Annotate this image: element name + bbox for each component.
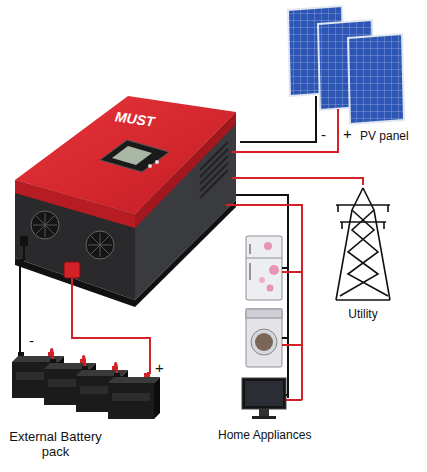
battery-pack-drawing [12,349,160,419]
pv-positive-wire [337,109,339,150]
node-caption: Home Appliances [218,428,286,442]
inverter-drawing [15,96,236,307]
brand-logo: MUST [114,109,155,128]
node-caption: External Battery pack [8,429,103,459]
battery-cable-stub [71,278,73,298]
node-caption: Utility [318,307,408,321]
utility-pylon [336,188,390,300]
pv-panel: PV panel [285,5,420,150]
power-cable [240,150,338,152]
appliance-live-wire [282,232,302,400]
output-cable-stubs [226,152,240,205]
battery-positive-stub [147,355,150,373]
home-appliances: Home Appliances [242,232,310,445]
appliance-drawings [242,236,286,419]
power-cable [72,298,150,355]
battery-pack: External Battery pack [8,355,160,467]
power-cable [240,178,363,185]
power-cable [240,205,302,232]
utility-grid: Utility [318,185,408,325]
pv-panel-drawing [288,6,404,124]
appliance-neutral-wire [232,195,288,398]
node-caption: PV panel [360,129,427,143]
inverter-unit: MUST [15,88,240,298]
pv-negative-wire [240,96,316,142]
battery-negative-wire [20,246,24,354]
